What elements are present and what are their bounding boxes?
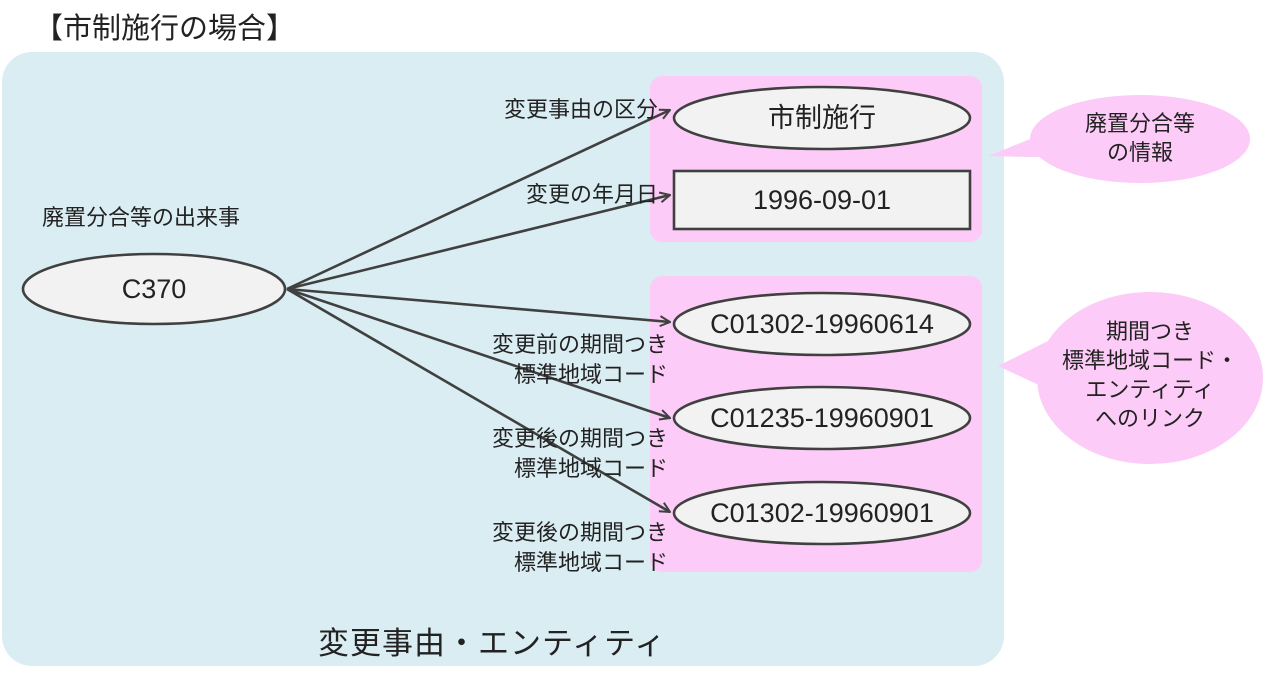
info-callout-text: 廃置分合等 の情報 bbox=[1084, 112, 1195, 166]
date-node[interactable] bbox=[672, 169, 972, 231]
edge-date bbox=[286, 195, 670, 291]
page-title: 【市制施行の場合】 bbox=[34, 11, 296, 45]
event-node-label: C370 bbox=[121, 274, 187, 304]
edge-label-before-line1: 変更前の期間つき bbox=[491, 333, 668, 358]
reason-node-label: 市制施行 bbox=[768, 103, 876, 133]
edge-label-after1-line1: 変更後の期間つき bbox=[491, 427, 668, 452]
entity-after-2-node[interactable] bbox=[672, 480, 972, 546]
entity-after-2-node-label: C01302-19960901 bbox=[710, 498, 934, 528]
edge-label-after1-line2: 標準地域コード bbox=[513, 457, 668, 482]
entity-before-node[interactable] bbox=[672, 291, 972, 357]
entity-before-node-label: C01302-19960614 bbox=[710, 309, 934, 339]
edge-entity-before bbox=[286, 287, 670, 322]
edge-entity-after-2 bbox=[286, 287, 670, 512]
edge-label-after2-line1: 変更後の期間つき bbox=[491, 521, 668, 546]
link-callout bbox=[998, 292, 1263, 464]
event-note: 廃置分合等の出来事 bbox=[42, 206, 241, 231]
edge-label-before-line2: 標準地域コード bbox=[513, 363, 668, 388]
entity-after-1-node-label: C01235-19960901 bbox=[710, 403, 934, 433]
entity-after-1-node[interactable] bbox=[672, 385, 972, 451]
edge-reason bbox=[286, 110, 670, 291]
edge-label-date: 変更の年月日 bbox=[525, 183, 658, 208]
info-callout bbox=[988, 95, 1250, 183]
edge-label-after2-line2: 標準地域コード bbox=[513, 551, 668, 576]
link-callout-text: 期間つき 標準地域コード・ エンティティ へのリンク bbox=[1061, 320, 1238, 432]
date-node-label: 1996-09-01 bbox=[752, 185, 892, 215]
panel-label: 変更事由・エンティティ bbox=[318, 626, 667, 662]
edge-entity-after-1 bbox=[286, 287, 670, 418]
event-node[interactable] bbox=[21, 252, 287, 326]
edge-label-reason: 変更事由の区分 bbox=[503, 98, 658, 123]
reason-node[interactable] bbox=[672, 85, 972, 151]
